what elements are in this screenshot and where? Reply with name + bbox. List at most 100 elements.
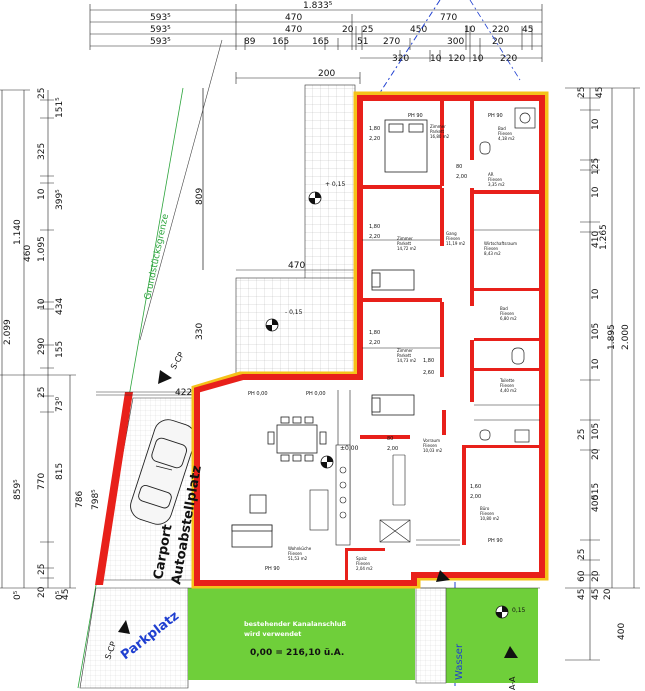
- room-label: Zimmer Parkett 14,72 m2: [397, 236, 417, 251]
- opening-size: 1,80: [369, 330, 380, 336]
- dim: 10: [37, 188, 47, 200]
- door-tag: PH 0,00: [306, 391, 326, 397]
- opening-sizes: 1,80 2,20 1,80 2,20 1,80 2,20 80 2,00 80…: [369, 126, 481, 500]
- dim: 434: [55, 298, 65, 315]
- dim: 10: [430, 54, 442, 64]
- dim: 815: [55, 463, 65, 480]
- street-level-label: 0,00 = 216,10 ü.A.: [250, 648, 344, 658]
- dim: 25: [577, 549, 587, 560]
- opening-size: 1,80: [369, 126, 380, 132]
- existing-sewer-label: bestehender Kanalanschluß: [244, 620, 347, 628]
- dim: 45: [577, 589, 587, 600]
- bed-icon: [371, 394, 415, 416]
- svg-text:Fliesen: Fliesen: [356, 561, 371, 566]
- dim: 105: [591, 423, 601, 440]
- carport-wall: [95, 392, 133, 585]
- door-tag: PH 90: [408, 113, 423, 119]
- dim: 400: [591, 495, 601, 512]
- green-areas: [188, 587, 540, 684]
- dim: 450: [410, 25, 427, 35]
- dim: 593⁵: [150, 37, 171, 47]
- dim: 20: [492, 37, 504, 47]
- parking-floor: [79, 587, 189, 689]
- dim: 25: [577, 87, 587, 98]
- room-label: Wirtschaftsraum Fliesen 8,43 m2: [484, 241, 517, 256]
- level-label: - 0,15: [285, 309, 303, 316]
- room-label: Gang Fliesen 11,19 m2: [446, 231, 466, 246]
- wasser-label: Wasser: [454, 643, 465, 680]
- property-boundary: [77, 87, 184, 689]
- dim: 25: [37, 88, 47, 99]
- dim: 25: [37, 387, 47, 398]
- dim: 105: [591, 323, 601, 340]
- svg-text:4,40 m2: 4,40 m2: [500, 388, 517, 393]
- svg-text:Zimmer: Zimmer: [430, 124, 446, 129]
- carport-width-dim: 422: [175, 388, 192, 398]
- dim: 0⁵: [55, 590, 65, 600]
- svg-text:Bad: Bad: [500, 306, 508, 311]
- dim: 1.895: [607, 324, 617, 350]
- dim: 165: [312, 37, 329, 47]
- svg-text:51,53 m2: 51,53 m2: [288, 556, 308, 561]
- dim-outer: 2.099: [3, 319, 13, 345]
- svg-text:Wohnküche: Wohnküche: [288, 546, 312, 551]
- svg-text:6,80 m2: 6,80 m2: [500, 316, 517, 321]
- dim: 200: [318, 69, 335, 79]
- dim: 89: [244, 37, 256, 47]
- dim: 320: [392, 54, 409, 64]
- dim: 1.140: [13, 219, 23, 245]
- svg-text:2,04 m2: 2,04 m2: [356, 566, 373, 571]
- dim: 20: [591, 570, 601, 582]
- left-dimension-labels: 2.099 1.140 859⁵ 25 151⁵ 325 10 399⁵ 1.0…: [3, 88, 101, 600]
- existing-sewer-label: wird verwendet: [244, 630, 301, 638]
- dim: 10: [591, 288, 601, 300]
- dim: 770: [440, 13, 457, 23]
- dim: 770: [37, 473, 47, 490]
- building: [191, 91, 549, 589]
- dim: 1.265: [599, 224, 609, 250]
- svg-text:11,19 m2: 11,19 m2: [446, 241, 466, 246]
- section-label: A-A: [508, 676, 517, 690]
- opening-size: 2,20: [369, 340, 380, 346]
- door-tag: PH 90: [265, 566, 280, 572]
- svg-text:Zimmer: Zimmer: [397, 348, 413, 353]
- dim: 400: [617, 623, 627, 640]
- room-label: Bad Fliesen 6,80 m2: [500, 306, 517, 321]
- room-label: Wohnküche Fliesen 51,53 m2: [288, 546, 312, 561]
- room-label: Bad Fliesen 4,18 m2: [498, 126, 515, 141]
- dim: 1.095: [37, 236, 47, 262]
- level-label: ±0,00: [340, 445, 359, 452]
- dim: 120: [448, 54, 465, 64]
- door-tag: PH 90: [488, 113, 503, 119]
- dim: 10: [37, 298, 47, 310]
- stair-box: [379, 519, 411, 543]
- left-dimension-chains: [0, 89, 76, 589]
- dim: 798⁵: [91, 489, 101, 510]
- dim: 20: [603, 588, 613, 600]
- svg-text:10,03 m2: 10,03 m2: [423, 448, 443, 453]
- blue-section-line: [369, 0, 441, 109]
- right-dimension-labels: 2.000 1.265 1.895 25 45 10 125 10 410 10…: [577, 87, 631, 640]
- interior-walls: [345, 100, 540, 582]
- dim: 25: [362, 25, 373, 35]
- dim: 220: [500, 54, 517, 64]
- toilet-icon: [479, 107, 536, 443]
- terrace-height-dim: 330: [195, 323, 205, 340]
- sofa-icon: [231, 494, 273, 548]
- dim: 515: [591, 483, 601, 500]
- right-dimension-chains: [565, 87, 640, 661]
- lawn-right: [446, 588, 538, 683]
- svg-text:16,80 m2: 16,80 m2: [430, 134, 450, 139]
- door-tag: PH 90: [488, 538, 503, 544]
- section-arrow-icon: [118, 370, 518, 658]
- svg-text:Parkett: Parkett: [397, 353, 412, 358]
- dim: 25: [577, 429, 587, 440]
- svg-text:Zimmer: Zimmer: [397, 236, 413, 241]
- svg-text:14,73 m2: 14,73 m2: [397, 358, 417, 363]
- bed-icon: [371, 269, 415, 291]
- opening-size: 2,60: [423, 370, 434, 376]
- opening-size: 2,20: [369, 234, 380, 240]
- dim: 0⁵: [13, 590, 23, 600]
- svg-text:Fliesen: Fliesen: [480, 511, 495, 516]
